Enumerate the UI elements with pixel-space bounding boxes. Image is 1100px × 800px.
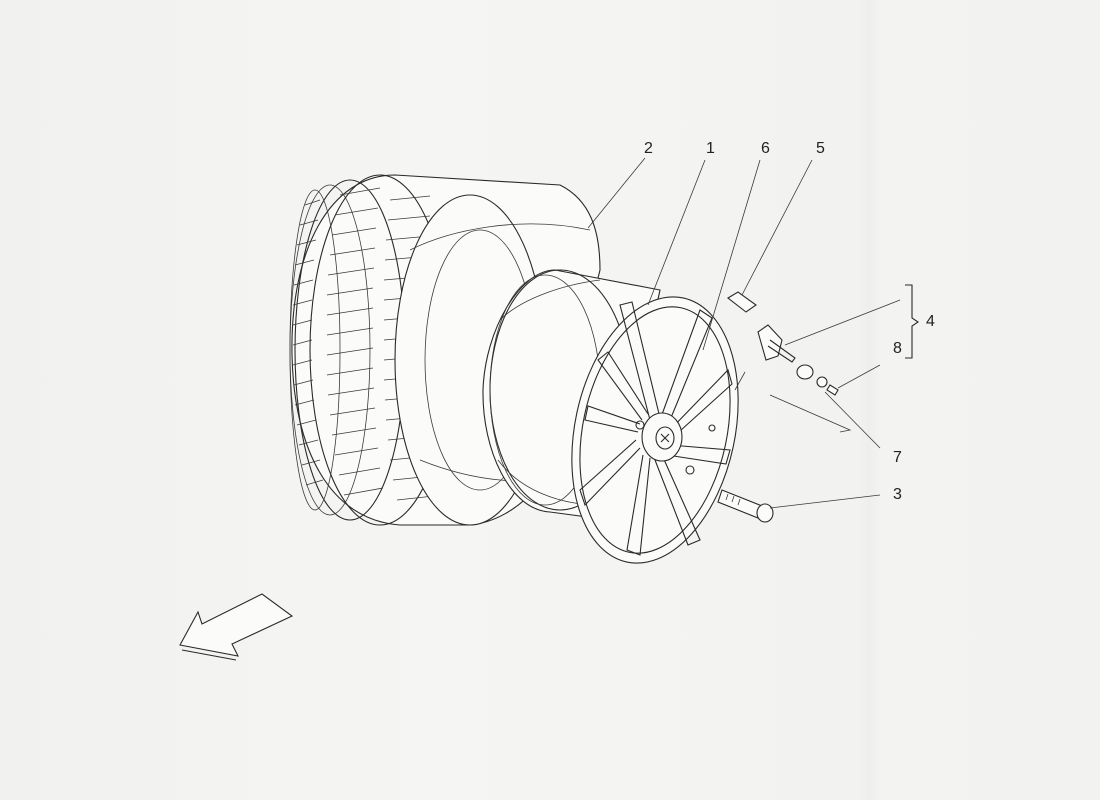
arrow-down-left-icon <box>179 593 294 661</box>
spokes <box>579 301 733 556</box>
callout-6: 6 <box>761 140 770 157</box>
callout-3: 3 <box>893 486 902 503</box>
sensor-group-outline <box>734 371 852 433</box>
callout-4: 4 <box>926 313 935 330</box>
callout-7: 7 <box>893 449 902 466</box>
wheel-bolt <box>717 489 774 523</box>
tpms-sensor <box>757 324 839 396</box>
balance-weight <box>727 291 757 313</box>
callout-1: 1 <box>706 140 715 157</box>
rim <box>482 269 739 564</box>
callout-bracket <box>905 284 919 359</box>
leader-lines <box>587 157 901 509</box>
callout-8: 8 <box>893 340 902 357</box>
callout-2: 2 <box>644 140 653 157</box>
callout-5: 5 <box>816 140 825 157</box>
